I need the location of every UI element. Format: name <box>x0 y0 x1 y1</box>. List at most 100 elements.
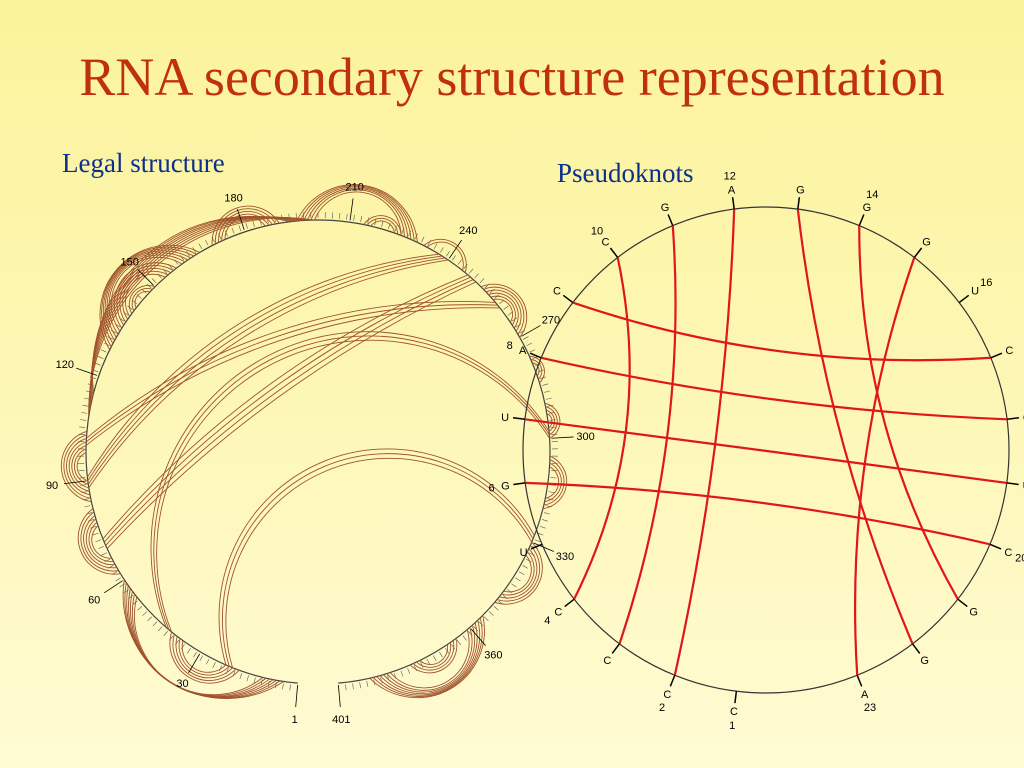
base-pair-arc <box>545 406 558 436</box>
base-tick <box>529 349 536 353</box>
position-marker <box>236 208 245 231</box>
base-tick <box>526 342 532 347</box>
base-pair-arc <box>175 636 233 679</box>
base-tick <box>547 498 554 501</box>
base-tick <box>432 655 437 662</box>
nucleotide-number: 10 <box>591 226 603 238</box>
nucleotide-number: 20 <box>1015 552 1024 564</box>
base-tick <box>439 651 443 658</box>
base-tick <box>95 539 102 543</box>
base-pair-arc <box>172 634 237 681</box>
nucleotide-number: 2 <box>659 702 665 714</box>
position-tick <box>513 482 526 486</box>
base-pair-arc <box>103 276 471 543</box>
base-pair-arc <box>91 525 112 559</box>
base-tick <box>157 626 163 632</box>
position-label: 150 <box>121 256 139 268</box>
base-pair-arc <box>101 246 197 347</box>
base-pair-arc <box>134 596 264 696</box>
base-pair-arc <box>480 283 528 338</box>
base-pair-arc <box>130 591 271 697</box>
base-tick <box>463 263 468 270</box>
base-tick <box>152 621 158 627</box>
base-tick <box>245 223 248 229</box>
base-tick <box>507 311 513 316</box>
position-label: 330 <box>556 551 574 563</box>
base-tick <box>238 225 242 232</box>
base-pair-arc <box>492 298 514 323</box>
base-tick <box>421 236 425 243</box>
position-marker <box>521 325 541 337</box>
position-marker <box>448 239 462 259</box>
base-pair-arc <box>306 187 409 239</box>
base-tick <box>440 247 444 253</box>
nucleotide-number: 1 <box>729 720 735 732</box>
nucleotide-base: C <box>603 655 611 667</box>
base-tick <box>151 278 157 284</box>
nucleotide-base: G <box>969 606 978 618</box>
base-tick <box>507 589 513 594</box>
position-label: 120 <box>56 359 74 371</box>
base-pair-arc <box>299 185 415 241</box>
base-pair-arc <box>376 620 481 696</box>
base-tick <box>380 677 383 684</box>
base-pair-arc <box>530 359 543 380</box>
nucleotide-number: 8 <box>507 340 513 352</box>
base-pair-arc <box>110 257 183 332</box>
base-pair-arc <box>178 638 230 676</box>
base-pair-arc <box>181 640 227 673</box>
base-tick <box>525 558 532 563</box>
base-pair-arc <box>132 593 267 696</box>
base-pair-arc <box>122 579 284 699</box>
base-pair-arc <box>169 631 240 684</box>
position-marker <box>349 198 354 221</box>
base-pair-arc <box>60 430 92 503</box>
base-tick <box>259 219 262 226</box>
position-tick <box>669 674 676 687</box>
base-tick <box>541 519 548 522</box>
position-marker <box>188 653 201 674</box>
base-pair-arc <box>150 331 550 628</box>
base-pair-arc <box>125 273 166 317</box>
base-tick <box>282 683 284 690</box>
position-label: 180 <box>224 193 242 205</box>
base-tick <box>474 273 479 279</box>
base-tick <box>252 220 255 227</box>
base-pair-arc <box>303 186 412 240</box>
base-pair-arc <box>74 448 89 485</box>
base-tick <box>488 611 494 616</box>
position-marker <box>295 685 299 708</box>
base-pair-arc <box>386 627 473 691</box>
base-tick <box>345 684 347 691</box>
base-tick <box>115 577 121 582</box>
pseudoknots-subtitle: Pseudoknots <box>557 158 694 188</box>
base-pair-arc <box>126 585 277 699</box>
base-pair-arc <box>416 642 452 668</box>
base-pair-arc <box>545 466 560 499</box>
base-pair-arc <box>225 457 533 668</box>
base-pair-arc <box>369 615 485 699</box>
base-tick <box>352 683 354 690</box>
base-pair-arc <box>116 265 174 326</box>
base-tick <box>537 532 544 536</box>
base-pair-arc <box>483 286 525 335</box>
base-tick <box>523 336 529 340</box>
base-pair-arc <box>86 301 496 439</box>
base-pair-chord <box>525 481 991 546</box>
base-tick <box>420 662 424 668</box>
base-pair-chord <box>524 418 1007 484</box>
base-pair-arc <box>124 582 281 699</box>
nucleotide-number: 16 <box>980 277 992 289</box>
base-pair-arc <box>296 184 418 243</box>
nucleotide-base: C <box>554 606 562 618</box>
base-tick <box>137 606 143 611</box>
base-pair-arc <box>485 289 522 332</box>
base-tick <box>98 545 104 549</box>
base-tick <box>367 217 370 224</box>
base-pair-arc <box>546 409 555 432</box>
base-tick <box>224 230 228 237</box>
base-pair-chord <box>540 356 1008 421</box>
base-pair-arc <box>366 217 399 235</box>
base-tick <box>400 670 404 677</box>
nucleotide-base: C <box>553 285 561 297</box>
